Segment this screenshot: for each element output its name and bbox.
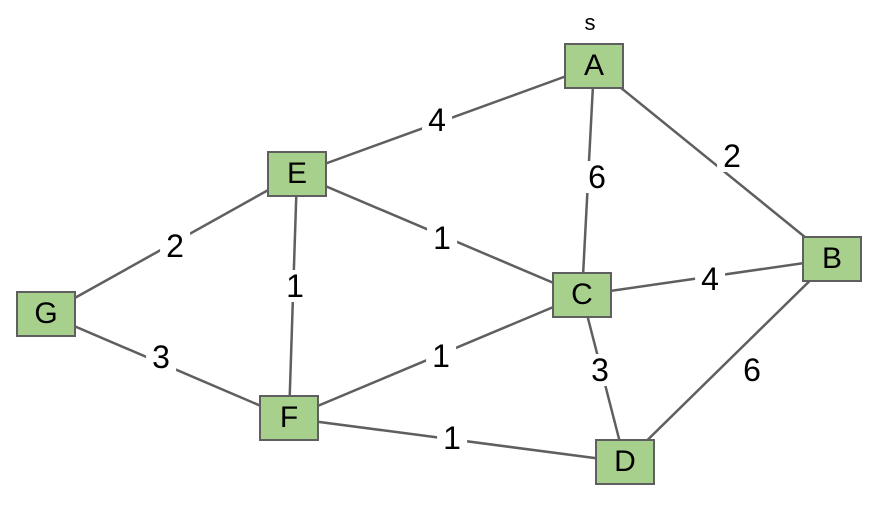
edge-weight-g-f: 3 bbox=[146, 341, 176, 373]
node-f: F bbox=[259, 395, 319, 441]
edge-b-d bbox=[624, 258, 833, 463]
node-d: D bbox=[595, 439, 655, 485]
edge-weight-e-g: 2 bbox=[160, 230, 190, 262]
node-label: D bbox=[614, 445, 636, 478]
edge-weight-f-d: 1 bbox=[437, 422, 467, 454]
node-b: B bbox=[802, 236, 862, 282]
node-label: A bbox=[583, 49, 604, 82]
edge-weight-a-b: 2 bbox=[717, 140, 747, 172]
node-label: E bbox=[286, 157, 307, 190]
node-label: B bbox=[821, 242, 842, 275]
edge-weight-e-c: 1 bbox=[427, 222, 457, 254]
node-a: A bbox=[564, 43, 624, 89]
edge-weight-a-c: 6 bbox=[582, 161, 612, 193]
node-e: E bbox=[267, 151, 327, 197]
edge-weight-a-e: 4 bbox=[422, 104, 452, 136]
node-label: F bbox=[279, 401, 299, 434]
edge-weight-e-f: 1 bbox=[280, 270, 310, 302]
edge-a-b bbox=[593, 65, 833, 260]
edge-weight-c-d: 3 bbox=[585, 354, 615, 386]
node-label: C bbox=[571, 278, 593, 311]
edge-weight-f-c: 1 bbox=[426, 340, 456, 372]
edge-weight-c-b: 4 bbox=[695, 263, 725, 295]
node-c: C bbox=[552, 272, 612, 318]
node-g: G bbox=[16, 291, 76, 337]
edge-weight-b-d: 6 bbox=[737, 354, 767, 386]
node-label: G bbox=[34, 297, 58, 330]
source-node-tag: s bbox=[584, 10, 596, 35]
